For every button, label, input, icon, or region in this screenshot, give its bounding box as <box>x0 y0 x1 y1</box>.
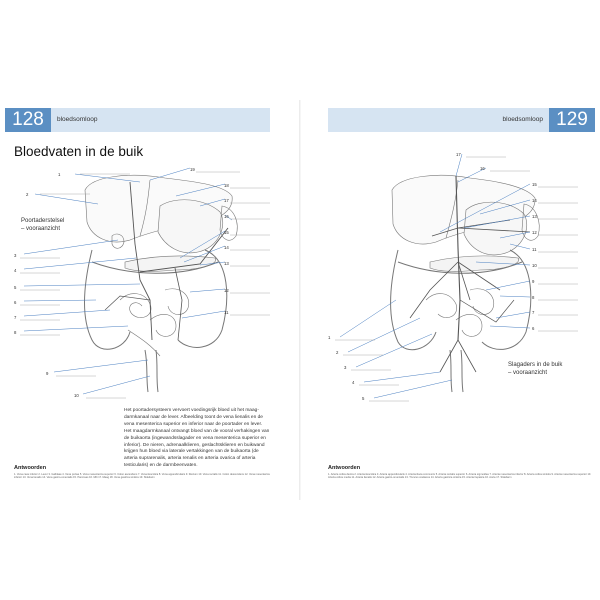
leader-l17 <box>199 198 226 207</box>
right-label-6: 6 <box>532 326 535 331</box>
left-view-label-line2: – vooraanzicht <box>21 226 61 232</box>
left-label-8: 8 <box>14 330 17 335</box>
right-label-12: 12 <box>532 230 537 235</box>
right-label-11: 11 <box>532 247 537 252</box>
leader-l15 <box>179 230 226 259</box>
leader-r8 <box>499 295 531 298</box>
leader-l9 <box>53 359 149 373</box>
leader-r2 <box>347 317 421 353</box>
leader-l8 <box>23 325 129 332</box>
right-label-13: 13 <box>532 214 537 219</box>
left-label-11: 11 <box>224 310 229 315</box>
left-label-3: 3 <box>14 253 17 258</box>
leader-l3 <box>23 239 119 255</box>
leader-r13 <box>463 215 531 229</box>
right-view-label-line1: Slagaders in de buik <box>508 362 563 368</box>
leader-r15 <box>439 183 531 233</box>
right-leader-lines <box>339 153 531 399</box>
leader-l7 <box>23 309 111 317</box>
left-page-number: 128 <box>5 108 51 132</box>
leader-r10 <box>475 261 531 266</box>
right-label-10: 10 <box>532 263 537 268</box>
leader-l1 <box>74 173 141 183</box>
leader-r16 <box>457 167 487 183</box>
page-heading: Bloedvaten in de buik <box>14 144 144 159</box>
left-view-label-line1: Poortaderstelsel <box>21 218 65 224</box>
leader-l4 <box>23 257 137 270</box>
leader-r14 <box>479 199 531 215</box>
right-label-14: 14 <box>532 198 537 203</box>
left-header-band: 128 bloedsomloop <box>5 108 270 132</box>
left-answers-text: 1. Vena cava inferior 2. Lever 3. Galbla… <box>14 473 270 480</box>
left-label-4: 4 <box>14 268 17 273</box>
right-label-7: 7 <box>532 310 535 315</box>
right-label-16: 16 <box>480 166 485 171</box>
leader-l12 <box>189 288 226 293</box>
left-label-12: 12 <box>224 288 229 293</box>
right-label-4: 4 <box>352 380 355 385</box>
leader-r11 <box>509 243 531 250</box>
leader-l10 <box>82 375 151 395</box>
portal-system-caption: Het poortadersysteem vervoert voedingsri… <box>124 408 270 469</box>
right-answers-text: 1. Arteria colica dextra 2. Arteria ileo… <box>328 473 592 480</box>
leader-r3 <box>355 333 433 368</box>
right-page-number: 129 <box>549 108 595 132</box>
leader-r5 <box>373 379 453 399</box>
book-gutter <box>299 100 301 500</box>
right-view-label-line2: – vooraanzicht <box>508 370 548 376</box>
left-label-10: 10 <box>74 393 79 398</box>
leader-r1 <box>339 299 397 338</box>
left-label-5: 5 <box>14 285 17 290</box>
leader-l2 <box>34 193 99 205</box>
left-label-7: 7 <box>14 315 17 320</box>
leader-l19 <box>149 167 191 181</box>
leader-l5 <box>23 283 141 287</box>
right-label-9: 9 <box>532 279 535 284</box>
left-label-1: 1 <box>58 172 61 177</box>
left-label-19: 19 <box>190 167 195 172</box>
left-number-labels: 1 2 3 4 5 6 7 8 9 10 11 12 13 14 15 16 1… <box>14 167 229 398</box>
leader-r9 <box>485 280 531 291</box>
leader-l13 <box>199 261 226 266</box>
left-label-13: 13 <box>224 261 229 266</box>
left-answer-lines <box>20 171 270 399</box>
right-header-band: bloedsomloop 129 <box>328 108 595 132</box>
left-label-17: 17 <box>224 198 229 203</box>
right-number-labels: 1 2 3 4 5 6 7 8 9 10 11 12 13 14 15 16 1… <box>328 152 537 401</box>
leader-r17 <box>455 153 463 177</box>
right-label-2: 2 <box>336 350 339 355</box>
left-label-6: 6 <box>14 300 17 305</box>
leader-l14 <box>183 245 226 263</box>
right-view-label: Slagaders in de buik – vooraanzicht <box>508 361 562 377</box>
leader-r7 <box>495 311 531 319</box>
leader-r4 <box>363 371 441 383</box>
right-label-5: 5 <box>362 396 365 401</box>
right-label-1: 1 <box>328 335 331 340</box>
right-label-15: 15 <box>532 182 537 187</box>
left-label-15: 15 <box>224 230 229 235</box>
right-answer-lines <box>335 156 578 402</box>
leader-r6 <box>489 325 531 329</box>
left-label-2: 2 <box>26 192 29 197</box>
left-label-14: 14 <box>224 245 229 250</box>
leader-r12 <box>499 231 531 239</box>
left-view-label: Poortaderstelsel – vooraanzicht <box>21 217 64 233</box>
left-label-16: 16 <box>224 214 229 219</box>
right-answers-title: Antwoorden <box>328 465 361 471</box>
leader-l11 <box>181 310 226 319</box>
leader-l18 <box>175 183 226 197</box>
left-label-18: 18 <box>224 183 229 188</box>
left-running-title: bloedsomloop <box>57 116 98 123</box>
arteries-illustration <box>390 175 540 393</box>
right-running-title: bloedsomloop <box>502 116 543 123</box>
portal-system-illustration <box>84 175 238 393</box>
left-label-9: 9 <box>46 371 49 376</box>
right-label-17: 17 <box>456 152 461 157</box>
right-label-8: 8 <box>532 295 535 300</box>
left-leader-lines <box>23 167 233 395</box>
right-label-3: 3 <box>344 365 347 370</box>
left-answers-title: Antwoorden <box>14 465 47 471</box>
leader-l6 <box>23 299 97 302</box>
